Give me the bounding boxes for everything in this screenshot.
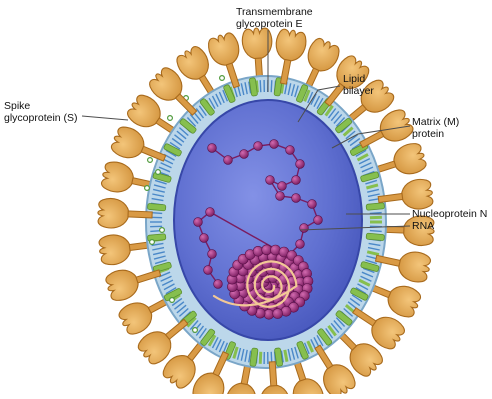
label-matrix-line2: protein [412,128,459,140]
envelope-granule [148,158,153,163]
nucleoprotein-bead [273,309,283,319]
matrix-protein-bead [308,200,317,209]
matrix-protein-bead [276,192,285,201]
spike-head [384,281,423,320]
spike-head [303,36,342,76]
matrix-protein-bead [224,156,233,165]
matrix-protein-bead [208,144,217,153]
nucleoprotein-bead [264,309,274,319]
spike-glycoprotein [97,198,152,230]
matrix-protein-bead [204,266,213,275]
matrix-protein-bead [266,176,275,185]
matrix-protein-bead [206,208,215,217]
matrix-protein-bead [292,194,301,203]
label-transmembrane-line1: Transmembrane [236,6,313,18]
lipid-molecule [260,80,261,92]
envelope-granule [160,228,165,233]
envelope-granule [193,328,198,333]
envelope-granule [156,170,161,175]
spike-head [97,198,128,229]
spike-head [190,369,229,394]
spike-head [100,160,136,195]
spike-head [400,178,434,211]
spike-head [259,385,290,394]
label-lipid-line2: bilayer [343,85,374,97]
spike-head [396,249,432,284]
spike-head [289,375,326,394]
label-spike-line1: Spike [4,100,78,112]
label-spike-line2: glycoprotein (S) [4,112,78,124]
label-lipid-bilayer: Lipid bilayer [343,73,374,97]
matrix-protein-bead [208,250,217,259]
matrix-protein-bead [292,176,301,185]
spike-head [104,266,142,303]
label-transmembrane-glycoprotein: Transmembrane glycoprotein E [236,6,313,30]
lipid-molecule [370,231,382,232]
label-nucleoprotein-rna: Nucleoprotein N RNA [412,208,487,232]
spike-head [98,233,132,266]
label-spike-glycoprotein: Spike glycoprotein (S) [4,100,78,124]
matrix-protein-bead [296,240,305,249]
transmembrane-protein [366,233,384,241]
envelope-granule [168,116,173,121]
envelope-granule [150,240,155,245]
spike-head [109,124,148,163]
label-matrix-protein: Matrix (M) protein [412,116,459,140]
lipid-molecule [271,80,272,92]
spike-head [206,31,243,69]
transmembrane-protein [366,203,384,211]
envelope-granule [220,76,225,81]
spike-head [391,141,429,178]
leader-line [82,116,128,120]
label-rna-line2: RNA [412,220,487,232]
spike-head [116,297,157,337]
envelope-granule [145,186,150,191]
spike-head [273,28,308,63]
matrix-protein-bead [278,182,287,191]
label-lipid-line1: Lipid [343,73,374,85]
matrix-protein-bead [254,142,263,151]
nucleoprotein-bead [262,245,272,255]
spike-glycoprotein [242,27,275,83]
lipid-molecule [260,352,261,364]
matrix-protein-bead [214,280,223,289]
label-transmembrane-line2: glycoprotein E [236,18,313,30]
spike-head [224,381,259,394]
matrix-protein-bead [314,216,323,225]
matrix-protein-bead [194,218,203,227]
matrix-protein-bead [296,160,305,169]
transmembrane-protein [147,203,165,211]
envelope-granule [170,298,175,303]
matrix-protein-bead [240,150,249,159]
spike-head [375,106,416,146]
matrix-protein-bead [286,146,295,155]
lipid-molecule [370,213,382,214]
nucleoprotein-bead [253,246,263,256]
label-matrix-line1: Matrix (M) [412,116,459,128]
label-nucleoprotein-line1: Nucleoprotein N [412,208,487,220]
matrix-protein-bead [200,234,209,243]
matrix-protein-bead [270,140,279,149]
matrix-protein-bead [300,224,309,233]
